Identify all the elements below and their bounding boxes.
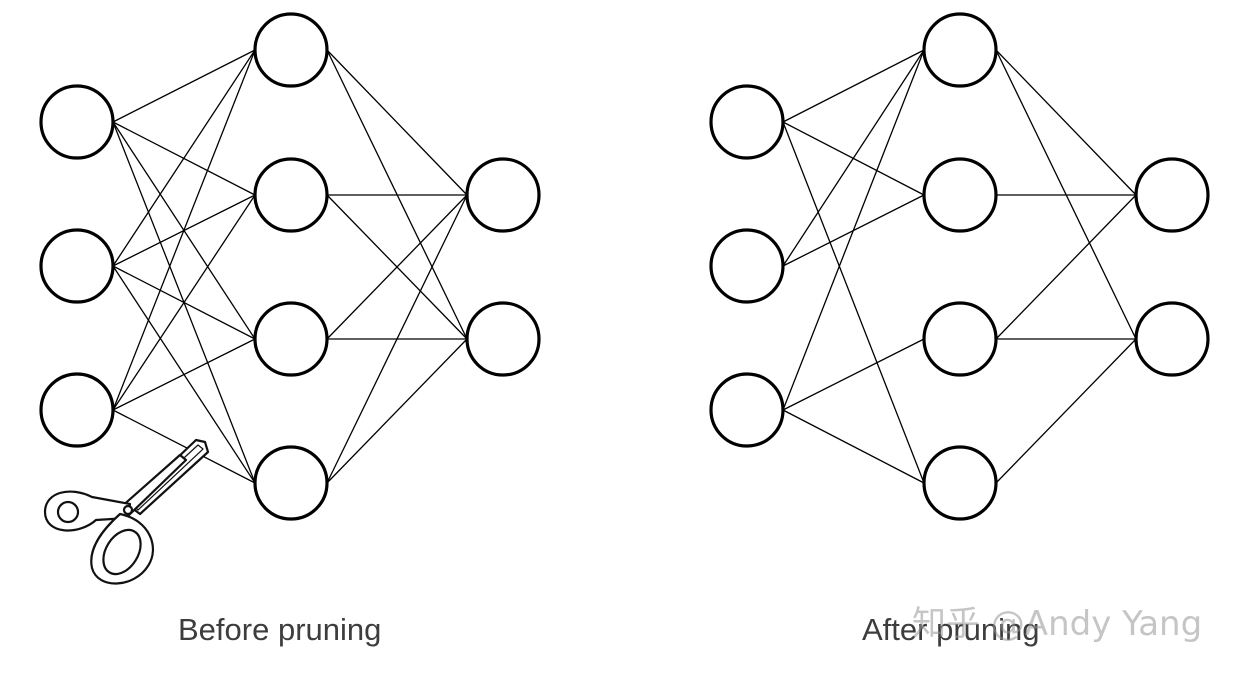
output-node — [1134, 301, 1210, 377]
hidden-node — [922, 12, 998, 88]
input-node — [39, 372, 115, 448]
connection-input-hidden — [112, 49, 256, 123]
connection-hidden-output — [995, 338, 1137, 484]
network-before-pruning — [39, 12, 541, 521]
hidden-node — [253, 12, 329, 88]
hidden-node — [922, 157, 998, 233]
hidden-node — [922, 445, 998, 521]
input-node — [709, 84, 785, 160]
input-node — [39, 84, 115, 160]
input-node — [709, 372, 785, 448]
connection-hidden-output — [995, 49, 1137, 196]
watermark: 知乎 @Andy Yang — [912, 604, 1203, 644]
input-node — [39, 228, 115, 304]
input-node — [709, 228, 785, 304]
hidden-node — [922, 301, 998, 377]
output-node — [1134, 157, 1210, 233]
caption-after-pruning: After pruning — [862, 612, 1040, 647]
connection-hidden-output — [326, 194, 468, 484]
connection-input-hidden — [782, 409, 925, 484]
connection-input-hidden — [112, 49, 256, 267]
output-node — [465, 157, 541, 233]
connection-input-hidden — [112, 49, 256, 411]
connection-input-hidden — [782, 121, 925, 484]
connection-input-hidden — [782, 338, 925, 411]
caption-before-pruning: Before pruning — [178, 612, 382, 647]
connection-hidden-output — [326, 338, 468, 484]
network-after-pruning — [709, 12, 1210, 521]
hidden-node — [253, 157, 329, 233]
connection-input-hidden — [782, 49, 925, 267]
connection-input-hidden — [112, 194, 256, 411]
hidden-node — [253, 301, 329, 377]
connection-hidden-output — [326, 49, 468, 196]
output-node — [465, 301, 541, 377]
connection-hidden-output — [326, 194, 468, 340]
scissors-icon — [43, 438, 210, 585]
hidden-node — [253, 445, 329, 521]
connection-input-hidden — [782, 49, 925, 411]
connection-input-hidden — [782, 49, 925, 123]
connection-input-hidden — [112, 338, 256, 411]
connection-hidden-output — [995, 194, 1137, 340]
connection-input-hidden — [112, 409, 256, 484]
